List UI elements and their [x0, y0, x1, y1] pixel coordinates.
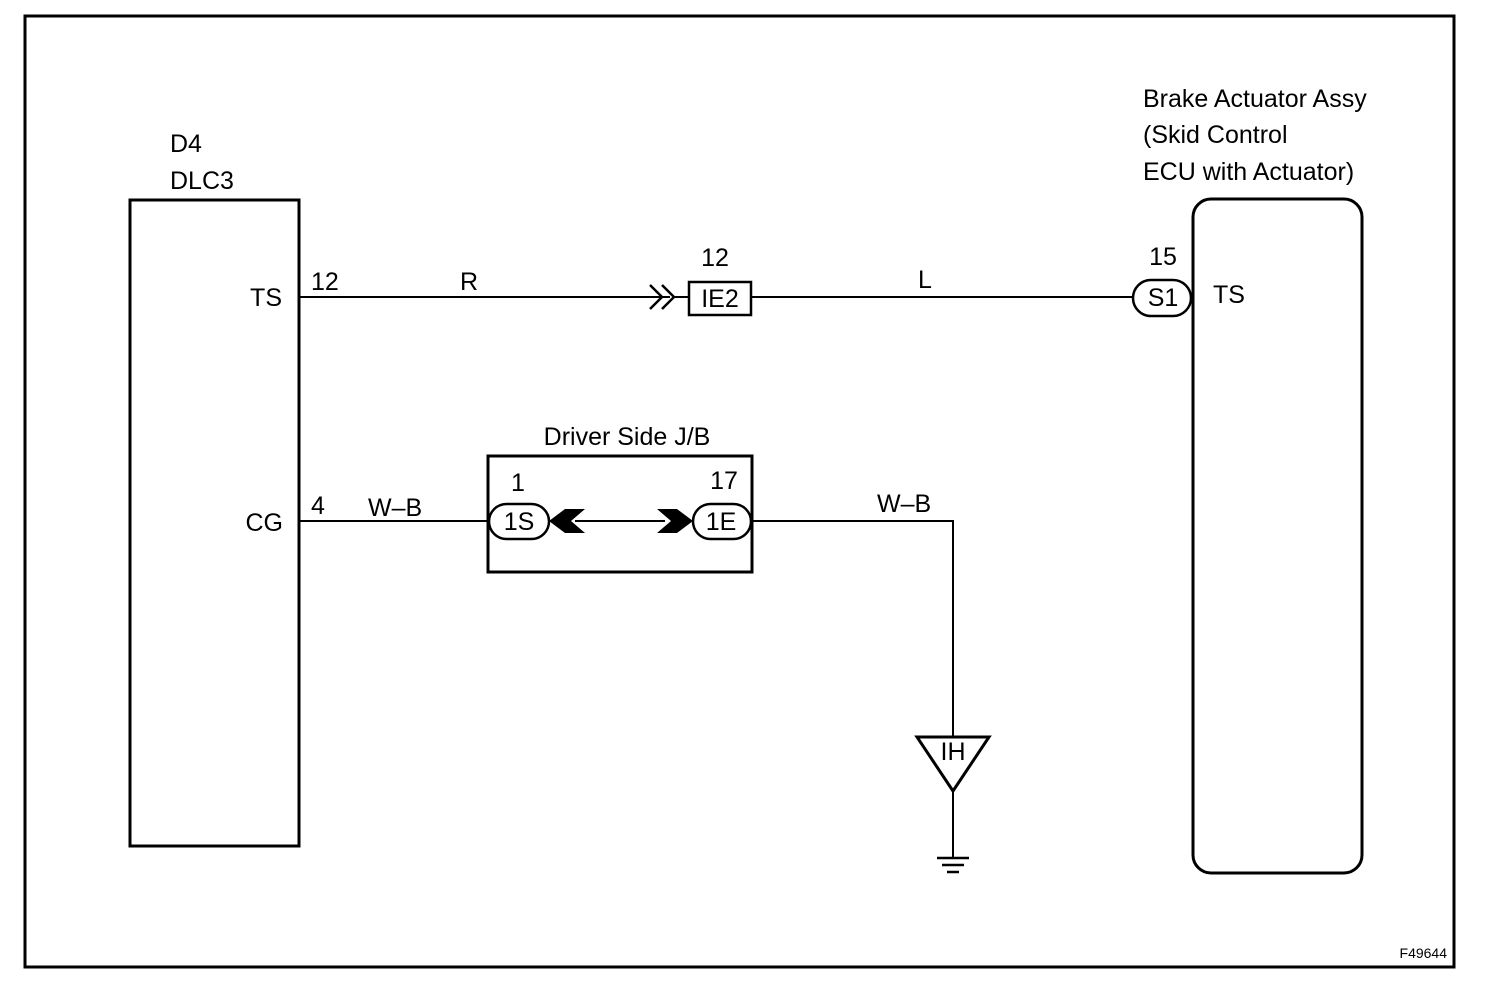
brake-actuator-ts-pin-number: 15: [1149, 243, 1177, 271]
ie2-pin-number: 12: [701, 244, 729, 272]
diagram-frame: [23, 14, 1456, 969]
jb-left-chevron-icon: [549, 509, 585, 533]
ts-circuit: 12 R 12 IE2 L 15 S1: [299, 243, 1193, 318]
cg-wire-color-left: W–B: [368, 494, 422, 522]
inline-connector-chevron-icon: [649, 284, 664, 310]
s1-connector-label: S1: [1148, 284, 1179, 312]
jb-1s-connector-oval: [487, 502, 551, 541]
ground-point-label: IH: [941, 738, 966, 766]
brake-actuator-box: [1191, 197, 1364, 875]
dlc3-cg-pin-number: 4: [311, 492, 325, 520]
ie2-connector-label: IE2: [701, 285, 739, 313]
dlc3-box: [128, 198, 301, 848]
dlc3-component: D4 DLC3 TS CG: [128, 130, 301, 848]
cg-wire-color-right: W–B: [877, 490, 931, 518]
jb-1e-connector-label: 1E: [706, 508, 737, 536]
dlc3-ts-pin-number: 12: [311, 268, 339, 296]
cg-wire-right: [751, 520, 954, 737]
brake-actuator-name-line-3: ECU with Actuator): [1143, 158, 1354, 186]
brake-actuator-component: Brake Actuator Assy (Skid Control ECU wi…: [1143, 85, 1367, 875]
dlc3-ts-pin-label: TS: [250, 284, 282, 312]
dlc3-code: D4: [170, 130, 202, 158]
ground-point-triangle: [914, 735, 992, 794]
junction-block-box: [486, 454, 754, 574]
dlc3-name: DLC3: [170, 167, 234, 195]
figure-id: F49644: [1400, 945, 1448, 961]
junction-block-title: Driver Side J/B: [544, 423, 711, 451]
ts-wire-color-right: L: [918, 266, 932, 294]
dlc3-cg-pin-label: CG: [246, 509, 284, 537]
ie2-connector-box: [687, 280, 753, 317]
jb-1s-connector-label: 1S: [504, 508, 535, 536]
brake-actuator-name-line-2: (Skid Control: [1143, 121, 1288, 149]
brake-actuator-name-line-1: Brake Actuator Assy: [1143, 85, 1367, 113]
jb-right-chevron-icon: [657, 509, 693, 533]
s1-connector-oval: [1131, 278, 1193, 318]
ts-wire-color-left: R: [460, 268, 478, 296]
cg-circuit: 4 W–B Driver Side J/B 1 1S 17 1E W–B IH: [299, 423, 992, 874]
brake-actuator-ts-pin-label: TS: [1213, 281, 1245, 309]
jb-left-pin-number: 1: [511, 469, 525, 497]
ground-symbol-icon: [937, 856, 969, 874]
jb-right-pin-number: 17: [710, 467, 738, 495]
